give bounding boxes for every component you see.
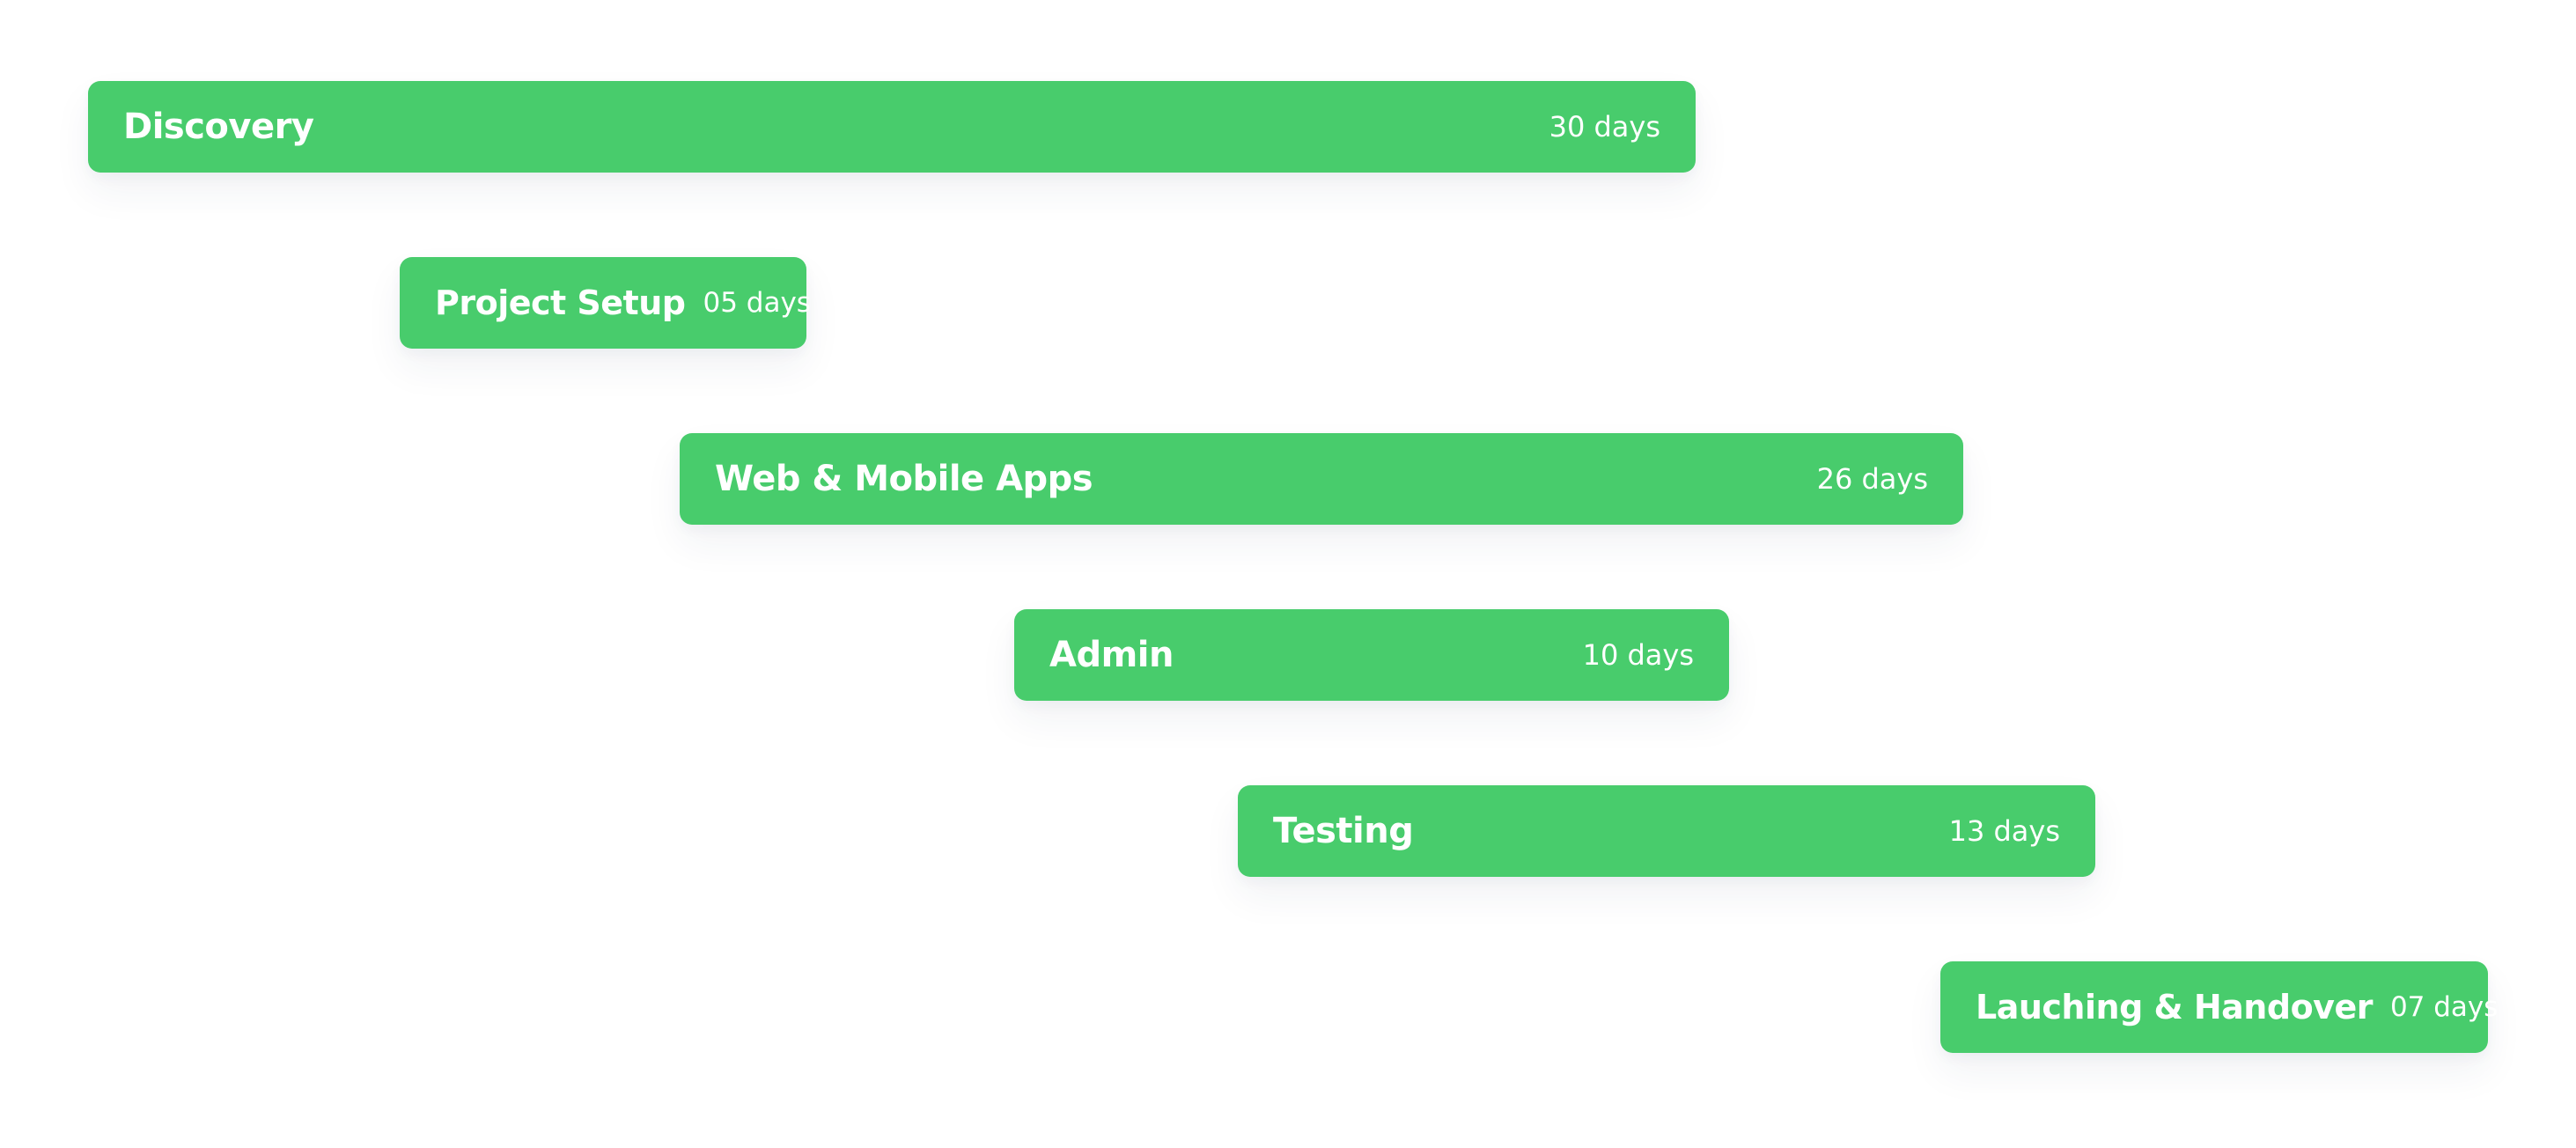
task-label: Testing <box>1273 811 1414 851</box>
task-duration: 10 days <box>1582 638 1694 672</box>
task-bar-launching-handover[interactable]: Lauching & Handover 07 days <box>1940 961 2498 1053</box>
task-bar-testing[interactable]: Testing 13 days <box>1238 785 2095 877</box>
task-label: Admin <box>1049 635 1174 675</box>
task-bar-project-setup[interactable]: Project Setup 05 days <box>400 257 811 349</box>
task-duration: 13 days <box>1948 814 2060 848</box>
task-label: Discovery <box>123 107 314 147</box>
task-duration: 05 days <box>703 287 811 319</box>
task-bar-discovery[interactable]: Discovery 30 days <box>88 81 1696 173</box>
task-duration: 26 days <box>1816 462 1928 496</box>
task-label: Web & Mobile Apps <box>715 459 1093 499</box>
task-label: Project Setup <box>435 283 686 322</box>
task-duration: 30 days <box>1549 110 1660 144</box>
task-label: Lauching & Handover <box>1976 988 2373 1027</box>
task-bar-web-mobile-apps[interactable]: Web & Mobile Apps 26 days <box>680 433 1963 525</box>
task-bar-admin[interactable]: Admin 10 days <box>1014 609 1729 701</box>
task-duration: 07 days <box>2389 991 2499 1023</box>
